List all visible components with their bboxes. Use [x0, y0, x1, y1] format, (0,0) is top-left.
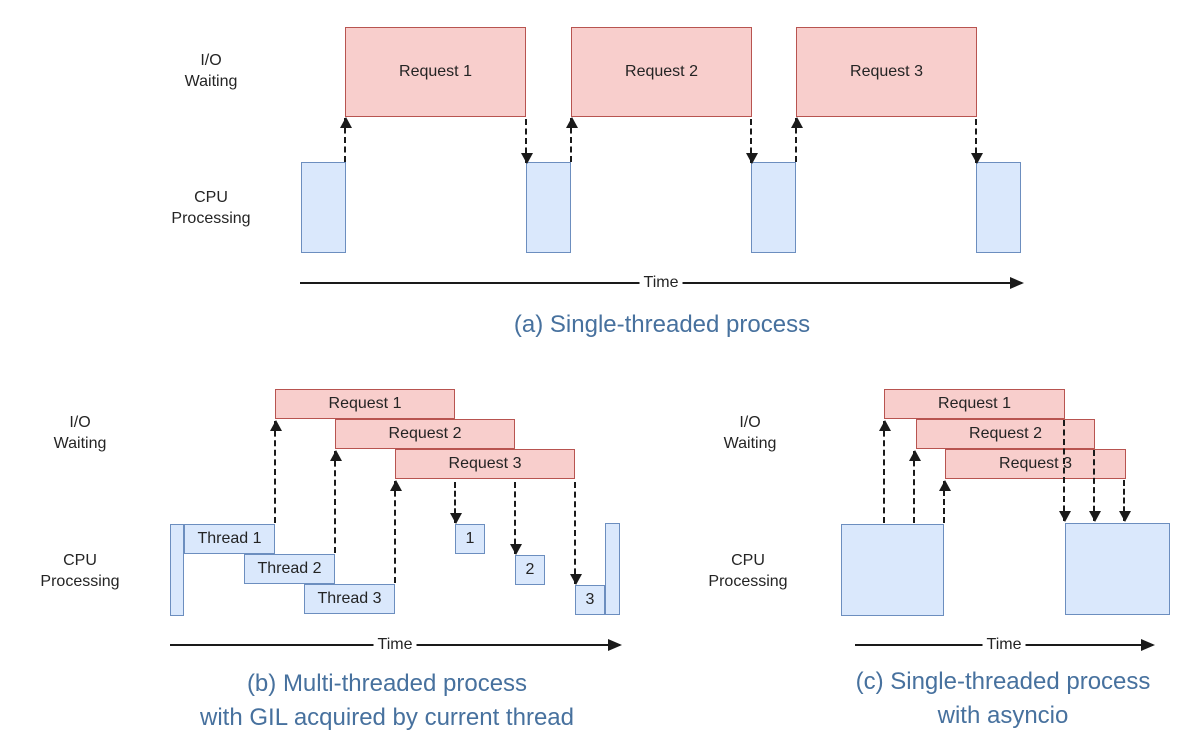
completed-chunk-box: 1: [455, 524, 485, 554]
request-box: Request 1: [275, 389, 455, 419]
dashed-arrow-up-icon: [939, 480, 951, 523]
dashed-arrow-up-icon: [879, 420, 891, 523]
completed-chunk-box: 3: [575, 585, 605, 615]
cpu-block-box: [1065, 523, 1170, 615]
caption-b-line1: (b) Multi-threaded process: [246, 670, 528, 697]
request-box: Request 2: [335, 419, 515, 449]
dashed-arrow-down-icon: [450, 482, 462, 524]
time-axis: Time: [170, 636, 622, 654]
dashed-arrow-down-icon: [1089, 450, 1101, 522]
request-box: Request 3: [796, 27, 977, 117]
cpu-processing-label-line2: Processing: [708, 573, 788, 590]
dashed-arrow-up-icon: [340, 117, 352, 162]
cpu-processing-label-line1: CPU: [194, 189, 228, 206]
request-box: Request 3: [395, 449, 575, 479]
caption-c-line1: (c) Single-threaded process: [855, 668, 1151, 695]
dashed-arrow-up-icon: [566, 117, 578, 162]
cpu-burst-box: [976, 162, 1021, 253]
thread-box: Thread 1: [184, 524, 275, 554]
cpu-processing-label-line1: CPU: [731, 552, 765, 569]
cpu-processing-label-line2: Processing: [171, 210, 251, 227]
dashed-arrow-down-icon: [746, 119, 758, 164]
io-waiting-label: I/O Waiting: [20, 412, 140, 454]
request-box: Request 3: [945, 449, 1126, 479]
io-waiting-label: I/O Waiting: [151, 50, 271, 92]
io-waiting-label-line2: Waiting: [53, 435, 107, 452]
cpu-burst-box: [526, 162, 571, 253]
io-waiting-label-line1: I/O: [200, 52, 222, 69]
caption-b: (b) Multi-threaded process with GIL acqu…: [137, 667, 637, 735]
dashed-arrow-down-icon: [570, 482, 582, 585]
dashed-arrow-up-icon: [909, 450, 921, 523]
cpu-processing-label-line1: CPU: [63, 552, 97, 569]
dashed-arrow-up-icon: [791, 117, 803, 162]
caption-c-line2: with asyncio: [937, 702, 1069, 729]
cpu-burst-box: [301, 162, 346, 253]
dashed-arrow-down-icon: [1119, 480, 1131, 522]
narrow-cpu-bar-left: [170, 524, 184, 616]
time-axis-label: Time: [373, 636, 417, 654]
dashed-arrow-up-icon: [390, 480, 402, 583]
thread-box: Thread 2: [244, 554, 335, 584]
caption-c: (c) Single-threaded process with asyncio: [803, 665, 1198, 733]
time-axis-label: Time: [639, 274, 683, 292]
caption-a: (a) Single-threaded process: [513, 311, 811, 338]
cpu-burst-box: [751, 162, 796, 253]
io-waiting-label-line1: I/O: [739, 414, 761, 431]
io-waiting-label: I/O Waiting: [690, 412, 810, 454]
time-axis-label: Time: [982, 636, 1026, 654]
request-box: Request 2: [571, 27, 752, 117]
cpu-block-box: [841, 524, 944, 616]
io-waiting-label-line2: Waiting: [184, 73, 238, 90]
dashed-arrow-down-icon: [971, 119, 983, 164]
caption-b-line2: with GIL acquired by current thread: [200, 704, 574, 731]
request-box: Request 2: [916, 419, 1095, 449]
thread-box: Thread 3: [304, 584, 395, 614]
cpu-processing-label: CPU Processing: [151, 187, 271, 229]
dashed-arrow-up-icon: [330, 450, 342, 553]
dashed-arrow-down-icon: [510, 482, 522, 555]
cpu-processing-label: CPU Processing: [20, 550, 140, 592]
narrow-cpu-bar-right: [605, 523, 620, 615]
io-waiting-label-line2: Waiting: [723, 435, 777, 452]
cpu-processing-label-line2: Processing: [40, 573, 120, 590]
completed-chunk-box: 2: [515, 555, 545, 585]
request-box: Request 1: [345, 27, 526, 117]
cpu-processing-label: CPU Processing: [688, 550, 808, 592]
request-box: Request 1: [884, 389, 1065, 419]
time-axis: Time: [300, 274, 1024, 292]
dashed-arrow-down-icon: [521, 119, 533, 164]
dashed-arrow-down-icon: [1059, 420, 1071, 522]
io-waiting-label-line1: I/O: [69, 414, 91, 431]
time-axis: Time: [855, 636, 1155, 654]
dashed-arrow-up-icon: [270, 420, 282, 523]
